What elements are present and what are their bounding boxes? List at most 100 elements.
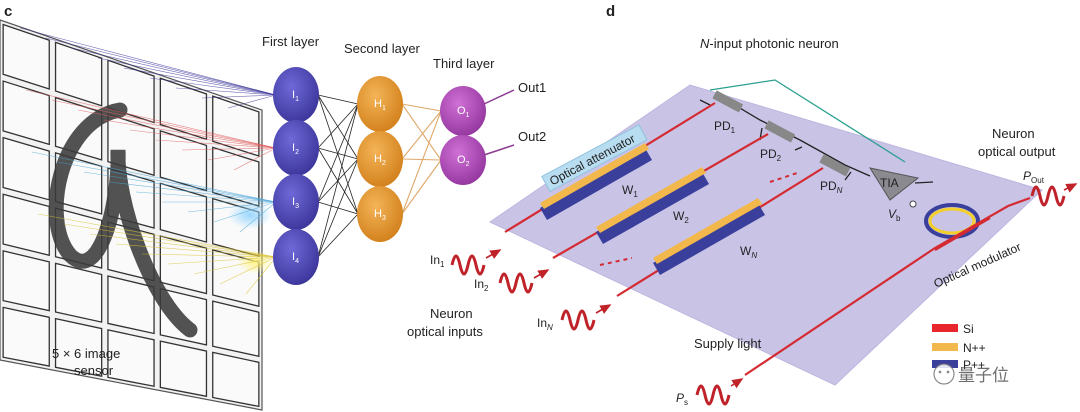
sensor-connection-line — [187, 201, 277, 213]
sensor-cell — [107, 275, 155, 335]
svg-text:I2: I2 — [292, 142, 299, 156]
sensor-connection-line — [207, 147, 277, 161]
neuron-title: N-input photonic neuron — [700, 36, 839, 51]
supply-light-label: Supply light — [694, 336, 762, 351]
sensor-connection-line — [51, 99, 277, 149]
sensor-connection-line — [89, 233, 277, 258]
layer3-node: O2 — [440, 135, 486, 185]
svg-text:W1: W1 — [622, 183, 638, 199]
node-label: H — [374, 98, 382, 110]
sensor-connection-line — [181, 147, 277, 151]
weight-attenuator: W2 — [596, 167, 709, 244]
sensor-glow-blue — [228, 201, 272, 229]
sensor-cell — [159, 340, 208, 398]
second-layer-label: Second layer — [344, 41, 421, 56]
layer1-layer2-line — [317, 158, 359, 258]
first-layer-label: First layer — [262, 34, 320, 49]
input-wave — [450, 249, 502, 276]
weight-attenuator: W1 — [540, 143, 652, 220]
node-label: I — [292, 89, 295, 101]
layer2-layer3-line — [401, 103, 442, 112]
sensor-connection-line — [135, 191, 277, 203]
vb-label: Vb — [888, 207, 901, 223]
sensor-connection-line — [31, 151, 277, 203]
sensor-label-line1: 5 × 6 image — [52, 346, 120, 361]
input-2-label: In2 — [474, 277, 489, 293]
node-label: H — [374, 153, 382, 165]
layer1-node: I1 — [273, 67, 319, 123]
layer2-node: H3 — [357, 186, 403, 242]
sensor-glyph — [48, 102, 198, 338]
node-label: O — [457, 105, 466, 117]
svg-text:PD2: PD2 — [760, 147, 782, 163]
sensor-connection-line — [201, 94, 277, 99]
layer1-layer2-connections — [317, 94, 359, 258]
node-label: I — [292, 251, 295, 263]
out1-line — [483, 89, 515, 105]
third-layer-label: Third layer — [433, 56, 495, 71]
layer2-node: H1 — [357, 76, 403, 132]
sensor-cell — [212, 95, 260, 157]
ellipsis-dashes — [599, 171, 801, 266]
node-label: I — [292, 196, 295, 208]
sensor-cell — [54, 262, 103, 323]
node-label: I — [292, 142, 295, 154]
svg-text:PDN: PDN — [820, 179, 843, 195]
out2-line — [483, 144, 515, 156]
svg-text:O2: O2 — [457, 154, 470, 168]
layer1-layer2-line — [317, 213, 359, 258]
sensor-connection-line — [129, 129, 277, 149]
sensor-connection-line — [109, 181, 277, 203]
sensor-connection-line — [77, 109, 277, 149]
tia-amplifier: TIA — [868, 167, 920, 201]
sensor-connection-line — [233, 147, 277, 171]
neuron-inputs-label-line1: Neuron — [430, 306, 473, 321]
watermark-text: 量子位 — [958, 366, 1009, 386]
svg-text:PD1: PD1 — [714, 119, 736, 135]
sensor-connection-line — [71, 47, 277, 96]
sensor-cell — [2, 306, 50, 367]
layer1-node: I2 — [273, 120, 319, 176]
neuron-output-label-line1: Neuron — [992, 126, 1035, 141]
sensor-connection-line — [155, 139, 277, 149]
node-label: O — [457, 154, 466, 166]
sensor-cell — [159, 129, 208, 192]
sensor-connections — [19, 27, 277, 295]
sensor-cell — [2, 80, 50, 146]
sensor-cell — [107, 329, 155, 388]
sensor-cell — [2, 23, 50, 90]
sensor-cell — [54, 317, 103, 377]
panel-d-label: d — [606, 3, 615, 20]
layer2-layer3-line — [401, 159, 442, 215]
sensor-connection-line — [19, 27, 277, 96]
sensor-cell — [159, 182, 208, 243]
neuron-inputs-label-line2: optical inputs — [407, 324, 483, 339]
layer1-layer2-line — [317, 103, 359, 258]
sensor-connection-line — [25, 89, 277, 149]
image-sensor — [0, 19, 263, 411]
photodiode: PD2 — [760, 120, 796, 163]
sensor-connection-line — [83, 171, 277, 203]
svg-text:I1: I1 — [292, 89, 299, 103]
svg-text:I4: I4 — [292, 251, 299, 265]
layer1-node: I4 — [273, 229, 319, 285]
legend-item: N++ — [932, 341, 986, 355]
layer1-node: I3 — [273, 174, 319, 230]
svg-text:W2: W2 — [673, 209, 689, 225]
bias-node — [909, 200, 917, 208]
input-1-label: In1 — [430, 253, 445, 269]
sensor-connection-line — [193, 256, 277, 275]
input-wave — [560, 304, 612, 331]
node-label: H — [374, 208, 382, 220]
layer2-layer3-line — [401, 103, 442, 161]
sensor-cell — [212, 351, 260, 408]
svg-text:O1: O1 — [457, 105, 470, 119]
output-wave — [1030, 183, 1078, 207]
sensor-cell — [2, 193, 50, 257]
sensor-connection-line — [149, 77, 277, 96]
sensor-connection-line — [227, 94, 277, 109]
sensor-connection-line — [239, 201, 277, 233]
sensor-connection-line — [123, 67, 277, 96]
layer2-layer3-line — [401, 110, 442, 160]
